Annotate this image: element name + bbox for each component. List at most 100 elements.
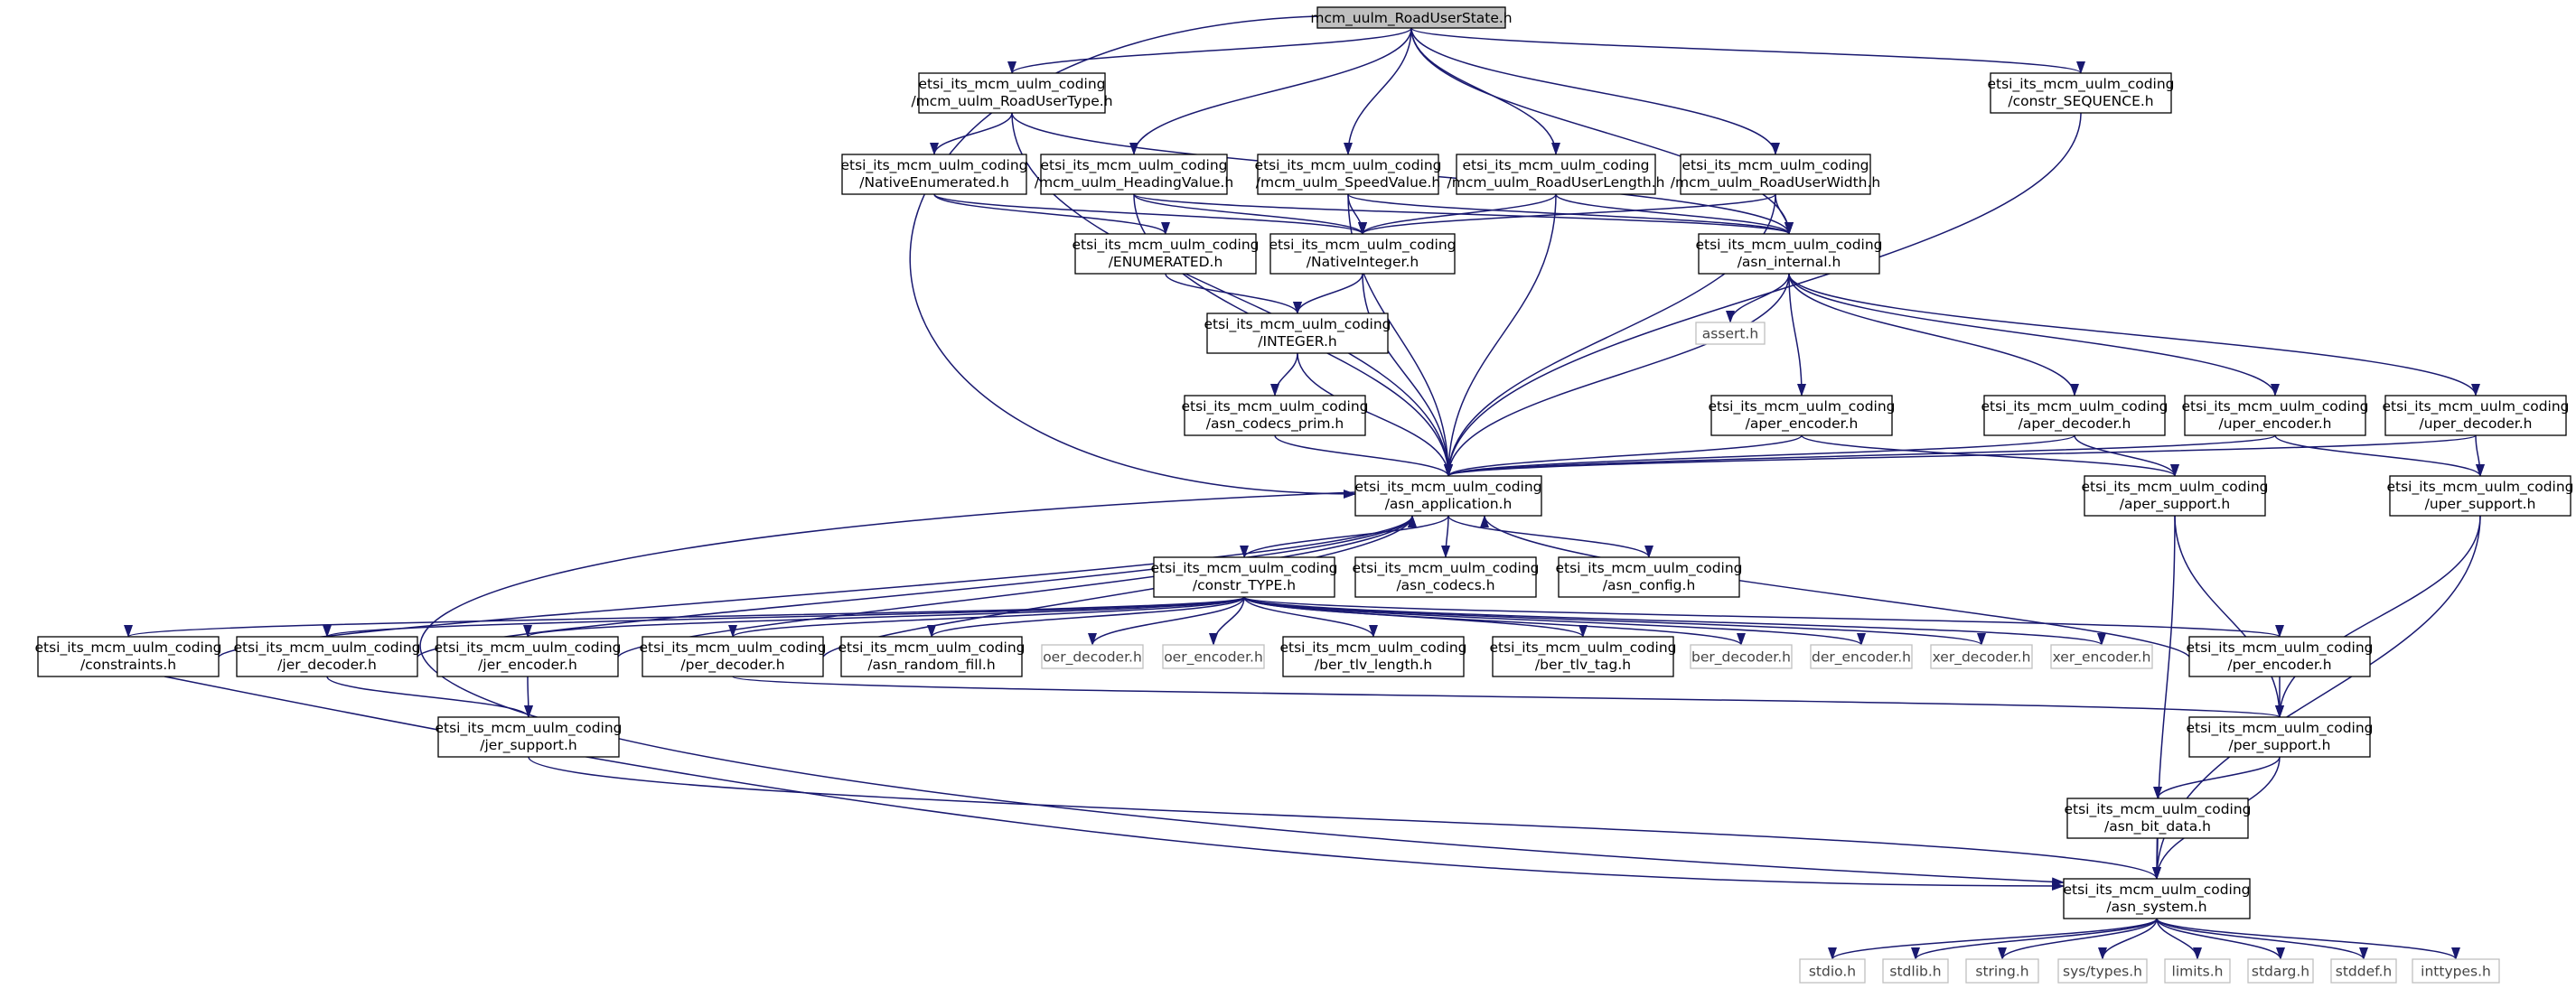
node-asn_application[interactable]: etsi_its_mcm_uulm_coding/asn_application…	[1354, 475, 1542, 517]
node-label: /asn_application.h	[1385, 496, 1513, 513]
node-jer_decoder[interactable]: etsi_its_mcm_uulm_coding/jer_decoder.h	[233, 636, 421, 677]
node-box	[840, 636, 1023, 677]
node-label: /jer_decoder.h	[277, 657, 377, 674]
node-roaduserlength[interactable]: etsi_its_mcm_uulm_coding/mcm_uulm_RoadUs…	[1447, 154, 1665, 195]
node-speedvalue[interactable]: etsi_its_mcm_uulm_coding/mcm_uulm_SpeedV…	[1254, 154, 1442, 195]
edge-jer_decoder-to-jer_support	[326, 676, 533, 718]
node-jer_support[interactable]: etsi_its_mcm_uulm_coding/jer_support.h	[435, 716, 623, 758]
node-root[interactable]: mcm_uulm_RoadUserState.h	[1310, 6, 1513, 29]
edge-asn_application-to-asn_config	[1447, 515, 1653, 558]
node-nativeinteger[interactable]: etsi_its_mcm_uulm_coding/NativeInteger.h	[1269, 233, 1457, 275]
edge-root-to-asn_application	[909, 15, 1356, 499]
node-headingvalue[interactable]: etsi_its_mcm_uulm_coding/mcm_uulm_Headin…	[1035, 154, 1233, 195]
node-nativeenumerated[interactable]: etsi_its_mcm_uulm_coding/NativeEnumerate…	[840, 154, 1028, 195]
node-constraints[interactable]: etsi_its_mcm_uulm_coding/constraints.h	[34, 636, 222, 677]
node-assert: assert.h	[1695, 322, 1766, 345]
node-enumerated[interactable]: etsi_its_mcm_uulm_coding/ENUMERATED.h	[1072, 233, 1260, 275]
edge-constraints-to-asn_system	[164, 676, 2065, 891]
node-box	[1074, 233, 1257, 275]
node-label: /ENUMERATED.h	[1109, 254, 1223, 270]
edge-asn_system-to-stddef	[2156, 918, 2368, 960]
node-label: /jer_encoder.h	[478, 657, 577, 674]
node-uper_encoder[interactable]: etsi_its_mcm_uulm_coding/uper_encoder.h	[2181, 395, 2369, 436]
node-roadusertype[interactable]: etsi_its_mcm_uulm_coding/mcm_uulm_RoadUs…	[911, 72, 1113, 114]
node-uper_support[interactable]: etsi_its_mcm_uulm_coding/uper_support.h	[2386, 475, 2574, 517]
node-asn_config[interactable]: etsi_its_mcm_uulm_coding/asn_config.h	[1555, 556, 1743, 598]
node-label: etsi_its_mcm_uulm_coding	[2382, 398, 2569, 415]
node-integer[interactable]: etsi_its_mcm_uulm_coding/INTEGER.h	[1204, 313, 1391, 354]
node-aper_encoder[interactable]: etsi_its_mcm_uulm_coding/aper_encoder.h	[1708, 395, 1896, 436]
node-per_encoder[interactable]: etsi_its_mcm_uulm_coding/per_encoder.h	[2186, 636, 2374, 677]
edge-root-to-constr_sequence	[1410, 27, 2085, 74]
node-per_decoder[interactable]: etsi_its_mcm_uulm_coding/per_decoder.h	[639, 636, 827, 677]
node-box	[2389, 475, 2571, 517]
node-label: /ber_tlv_length.h	[1315, 657, 1432, 674]
node-label: etsi_its_mcm_uulm_coding	[1279, 639, 1466, 657]
node-box	[1965, 958, 2039, 984]
node-box	[1456, 154, 1656, 195]
edge-nativeinteger-to-asn_application	[1362, 273, 1453, 477]
node-label: /asn_bit_data.h	[2104, 818, 2211, 835]
node-jer_encoder[interactable]: etsi_its_mcm_uulm_coding/jer_encoder.h	[434, 636, 622, 677]
edge-uper_encoder-to-asn_application	[1444, 434, 2276, 477]
node-label: etsi_its_mcm_uulm_coding	[1981, 398, 2168, 415]
node-box	[2050, 644, 2153, 669]
edge-jer_support-to-asn_system	[528, 756, 2161, 880]
node-ber_tlv_length[interactable]: etsi_its_mcm_uulm_coding/ber_tlv_length.…	[1279, 636, 1467, 677]
edge-aper_decoder-to-aper_support	[2074, 434, 2179, 477]
node-stdio: stdio.h	[1799, 958, 1866, 984]
node-box	[1269, 233, 1456, 275]
node-label: /aper_decoder.h	[2019, 415, 2131, 433]
node-label: /NativeEnumerated.h	[859, 174, 1009, 191]
node-asn_random_fill[interactable]: etsi_its_mcm_uulm_coding/asn_random_fill…	[838, 636, 1026, 677]
edge-per_encoder-to-asn_application	[1480, 515, 2190, 658]
node-label: mcm_uulm_RoadUserState.h	[1310, 10, 1512, 27]
edge-aper_encoder-to-asn_application	[1444, 434, 1803, 477]
node-per_support[interactable]: etsi_its_mcm_uulm_coding/per_support.h	[2186, 716, 2374, 758]
node-label: etsi_its_mcm_uulm_coding	[2186, 720, 2373, 737]
node-label: xer_decoder.h	[1933, 649, 2031, 667]
edge-asn_bit_data-to-asn_system	[2152, 837, 2162, 880]
node-box	[2063, 878, 2251, 919]
node-box	[1206, 313, 1389, 354]
node-box	[918, 72, 1106, 114]
node-aper_support[interactable]: etsi_its_mcm_uulm_coding/aper_support.h	[2081, 475, 2269, 517]
node-box	[1930, 644, 2033, 669]
node-ber_tlv_tag[interactable]: etsi_its_mcm_uulm_coding/ber_tlv_tag.h	[1489, 636, 1677, 677]
edge-asn_application-to-asn_codecs	[1441, 515, 1451, 558]
node-label: inttypes.h	[2421, 964, 2491, 980]
node-asn_codecs_prim[interactable]: etsi_its_mcm_uulm_coding/asn_codecs_prim…	[1181, 395, 1369, 436]
edge-root-to-roaduserlength	[1410, 27, 1560, 155]
node-box	[1162, 644, 1265, 669]
node-asn_bit_data[interactable]: etsi_its_mcm_uulm_coding/asn_bit_data.h	[2064, 798, 2252, 839]
node-label: xer_encoder.h	[2053, 649, 2151, 667]
node-asn_system[interactable]: etsi_its_mcm_uulm_coding/asn_system.h	[2063, 878, 2251, 919]
node-aper_decoder[interactable]: etsi_its_mcm_uulm_coding/aper_decoder.h	[1981, 395, 2169, 436]
node-asn_codecs[interactable]: etsi_its_mcm_uulm_coding/asn_codecs.h	[1352, 556, 1540, 598]
node-oer_encoder: oer_encoder.h	[1162, 644, 1265, 669]
node-box	[2330, 958, 2397, 984]
node-roaduserwidth[interactable]: etsi_its_mcm_uulm_coding/mcm_uulm_RoadUs…	[1671, 154, 1881, 195]
node-box	[2084, 475, 2266, 517]
node-box	[1354, 556, 1537, 598]
node-label: etsi_its_mcm_uulm_coding	[434, 639, 621, 657]
node-label: /per_support.h	[2229, 737, 2331, 754]
node-label: etsi_its_mcm_uulm_coding	[1072, 237, 1259, 254]
node-uper_decoder[interactable]: etsi_its_mcm_uulm_coding/uper_decoder.h	[2382, 395, 2570, 436]
node-label: /aper_encoder.h	[1746, 415, 1859, 433]
node-asn_internal[interactable]: etsi_its_mcm_uulm_coding/asn_internal.h	[1695, 233, 1883, 275]
node-box	[37, 636, 220, 677]
edge-constr_type-to-xer_decoder	[1243, 596, 1986, 646]
edge-aper_decoder-to-asn_application	[1444, 434, 2075, 477]
node-box	[1316, 6, 1506, 29]
node-constr_type[interactable]: etsi_its_mcm_uulm_coding/constr_TYPE.h	[1150, 556, 1338, 598]
node-label: etsi_its_mcm_uulm_coding	[1150, 560, 1337, 577]
node-label: etsi_its_mcm_uulm_coding	[639, 639, 826, 657]
node-label: /aper_support.h	[2120, 496, 2230, 513]
node-label: /uper_decoder.h	[2420, 415, 2533, 433]
node-box	[2188, 636, 2371, 677]
node-box	[1882, 958, 1949, 984]
edge-integer-to-asn_codecs_prim	[1270, 352, 1298, 397]
node-constr_sequence[interactable]: etsi_its_mcm_uulm_coding/constr_SEQUENCE…	[1987, 72, 2175, 114]
edge-nativeenumerated-to-nativeinteger	[933, 193, 1367, 235]
